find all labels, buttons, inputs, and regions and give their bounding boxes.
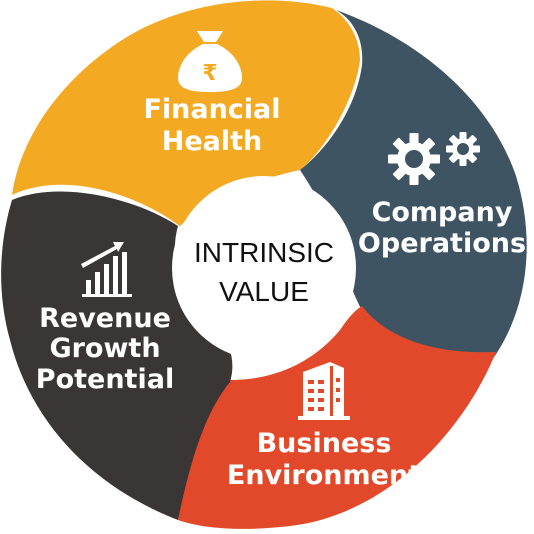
revenue-growth-label-line2: Growth [49,333,160,364]
center-label-line2: VALUE [219,276,309,307]
office-building-icon [298,362,350,420]
segment-financial-health-shape [12,0,360,226]
company-operations-label-line2: Operations [358,228,526,259]
center-hub: INTRINSIC VALUE [172,176,356,360]
growth-bar-chart-icon [81,242,132,297]
financial-health-label-line2: Health [162,126,263,157]
segment-business-environment: Business Environment [178,306,496,529]
gears-icon [388,132,480,185]
center-circle [172,176,356,360]
revenue-growth-label-line1: Revenue [39,303,171,334]
business-environment-label-line1: Business [257,428,392,459]
rupee-glyph: ₹ [202,61,217,86]
money-bag-rupee-icon: ₹ [178,31,242,92]
segment-company-operations-shape [300,10,527,366]
segment-company-operations: Company Operations [300,10,527,366]
segment-financial-health: ₹ Financial Health [12,0,360,226]
business-environment-label-line2: Environment [227,460,421,491]
revenue-growth-label-line3: Potential [36,364,174,395]
company-operations-label-line1: Company [372,197,513,228]
financial-health-label-line1: Financial [143,94,280,125]
small-gear-icon [446,132,480,166]
center-label-line1: INTRINSIC [194,237,334,268]
large-gear-icon [388,133,440,185]
